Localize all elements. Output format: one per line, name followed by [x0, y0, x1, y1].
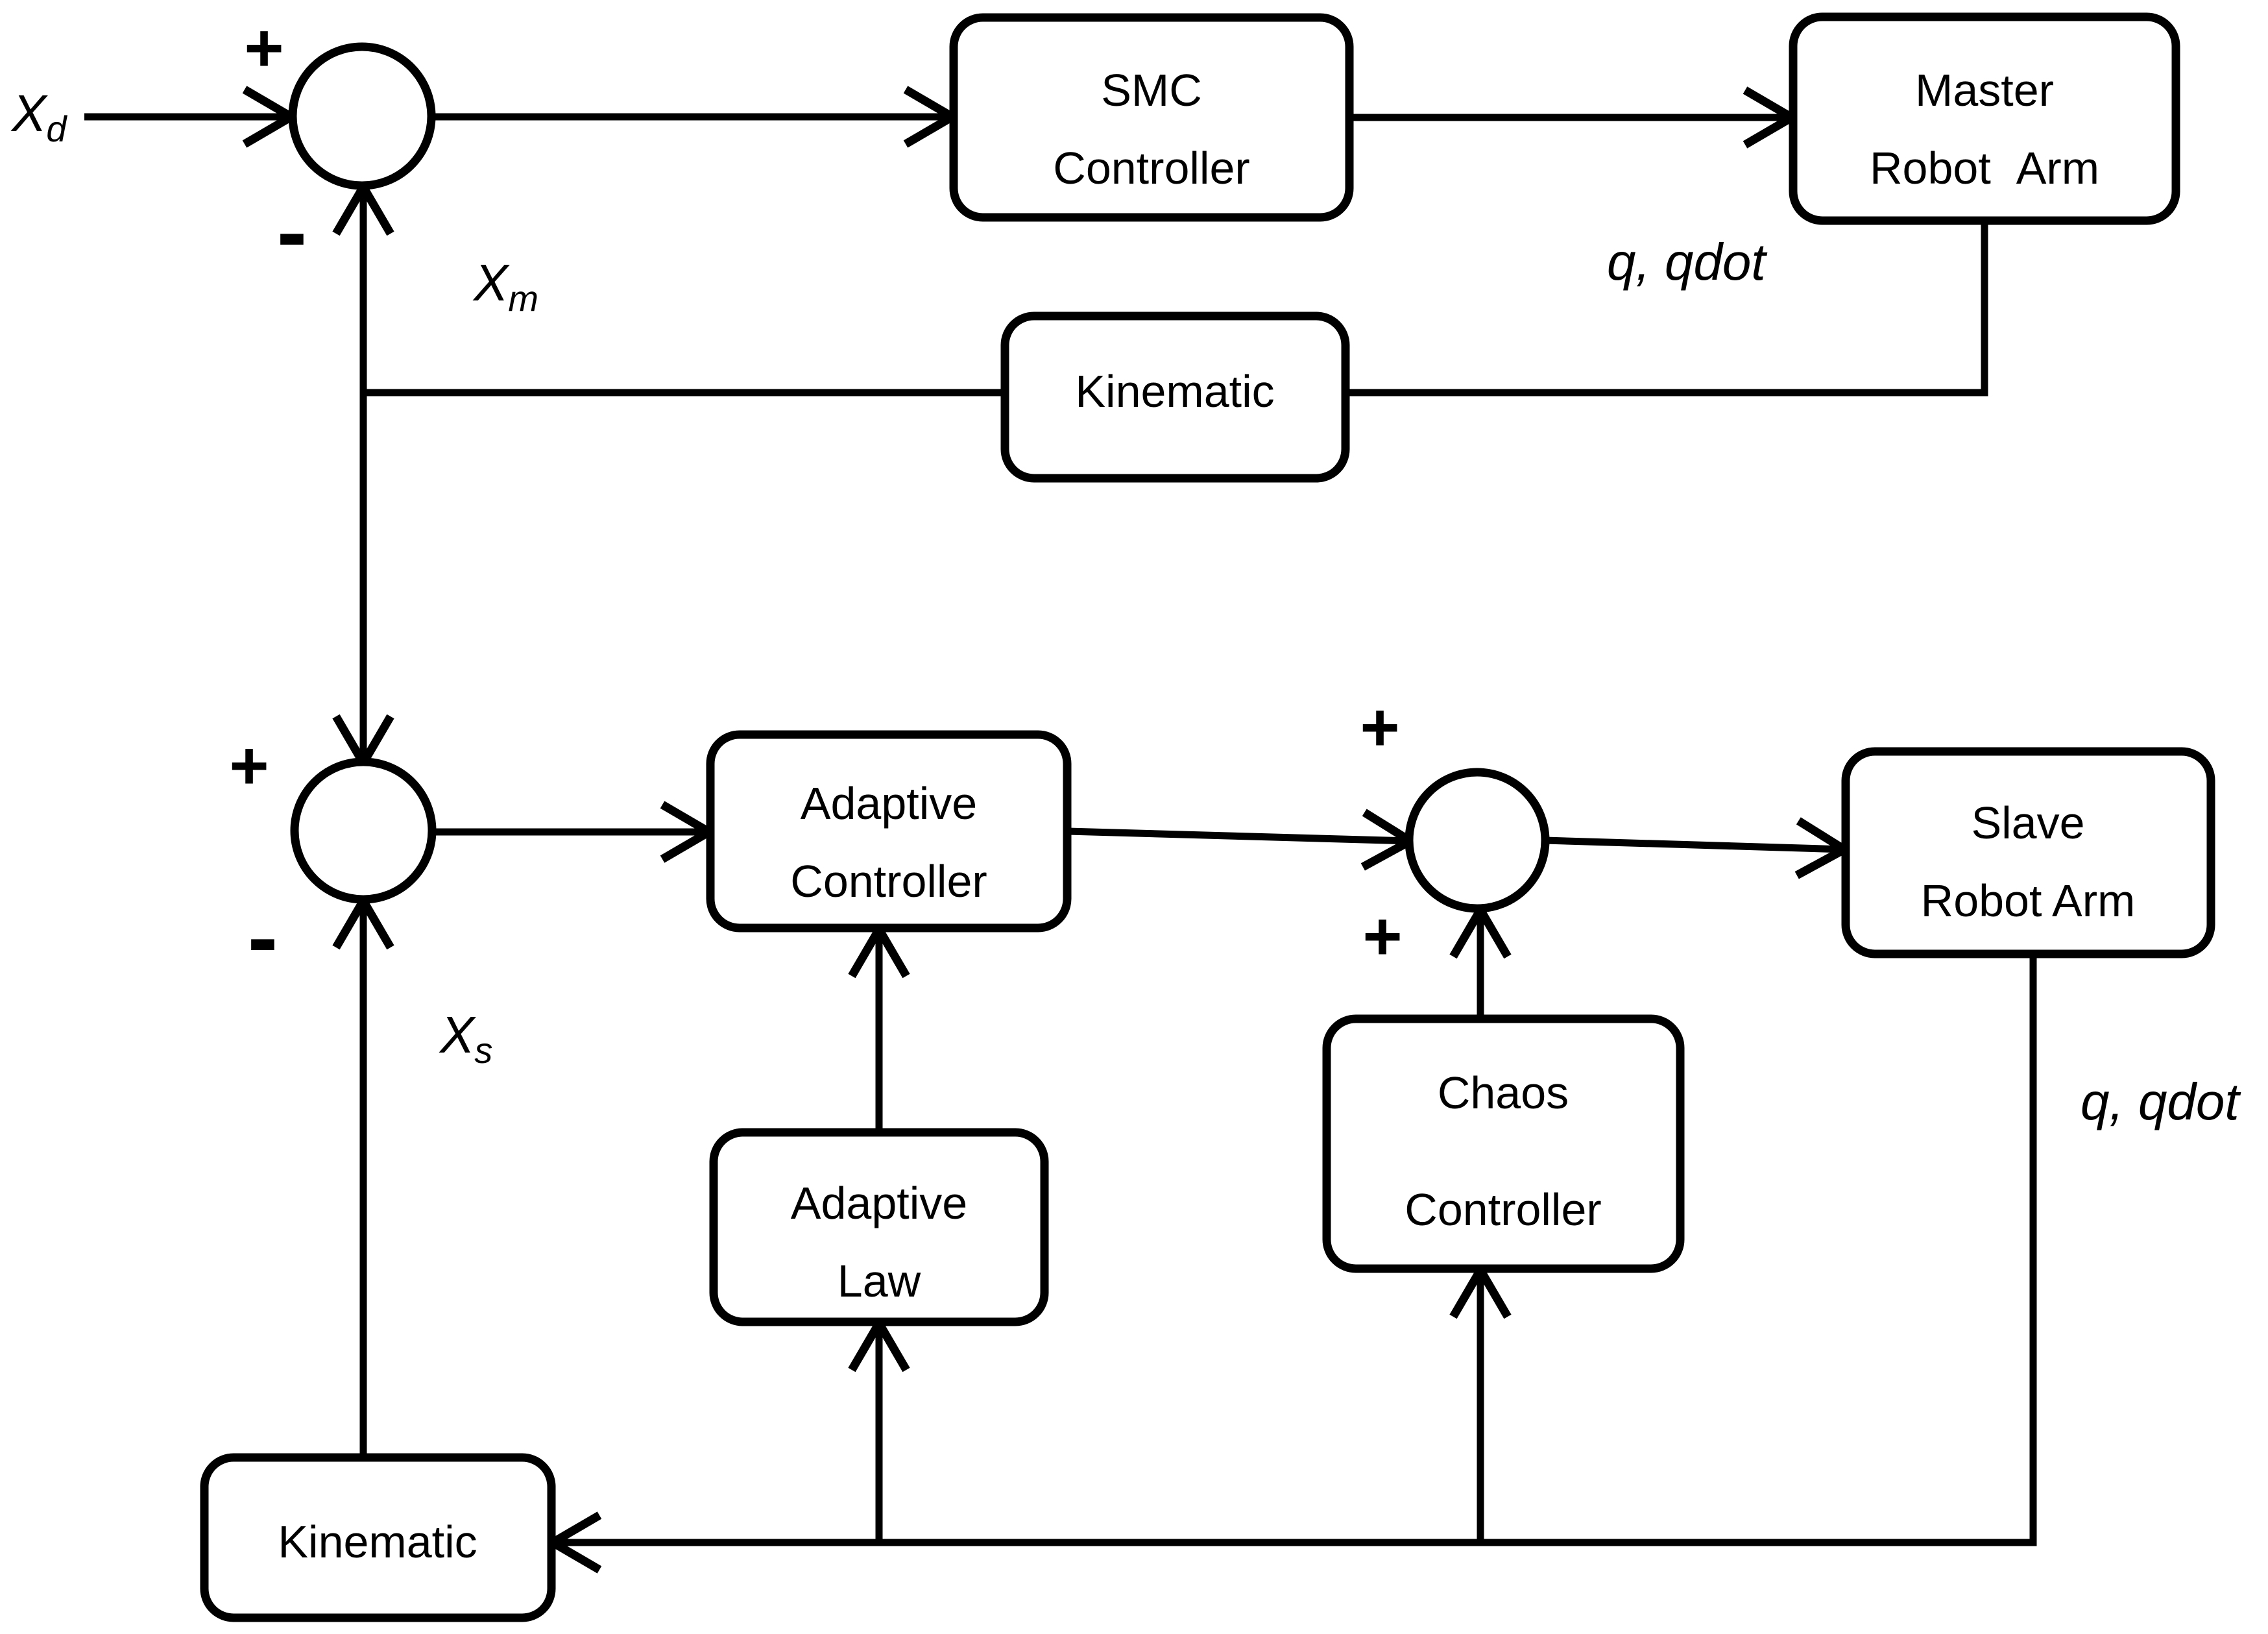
xs-label-base: X [439, 1006, 476, 1064]
adaptive-controller-to-sum3-arrow [1067, 809, 1419, 871]
smc-controller-box [949, 13, 1354, 222]
master-robot-arm-block: Master Robot Arm [1789, 12, 2180, 225]
master-robot-arm-box [1789, 12, 2180, 225]
master-feedback-line [363, 221, 1988, 396]
chaos-controller-block: Chaos Controller [1322, 1014, 1685, 1273]
sum-junction-chaos [1405, 768, 1550, 913]
sum3-plus-top-sign: + [1360, 690, 1399, 766]
sum3-to-slave-arrow [1545, 817, 1853, 879]
sum2-plus-sign: + [229, 728, 269, 804]
kinematic-top-box [1000, 311, 1350, 483]
xd-signal-label: Xd [10, 84, 67, 149]
sum1-plus-sign: + [244, 10, 284, 86]
slave-robot-arm-label-line2: Robot Arm [1921, 875, 2136, 926]
kinematic-bottom-label: Kinematic [278, 1517, 477, 1567]
sum1-minus-sign: - [277, 180, 308, 282]
adaptive-controller-box [706, 730, 1072, 933]
sum2-minus-sign: - [248, 886, 278, 988]
sum-junction-master [288, 42, 436, 190]
smc-controller-block: SMC Controller [949, 13, 1354, 222]
adaptive-law-block: Adaptive Law [709, 1128, 1049, 1326]
adaptive-law-label-line2: Law [838, 1256, 921, 1306]
kinematic-bottom-block: Kinematic [200, 1453, 556, 1622]
slave-robot-arm-label-line1: Slave [1971, 798, 2084, 848]
sum-junction-slave [290, 757, 437, 904]
xd-label-subscript: d [46, 108, 67, 149]
master-robot-arm-label-line2: Robot Arm [1870, 143, 2099, 193]
xs-signal-label: Xs [439, 1006, 492, 1071]
sum3-plus-bottom-sign: + [1362, 899, 1402, 975]
slave-robot-arm-box [1841, 747, 2215, 958]
smc-controller-label-line2: Controller [1053, 143, 1249, 193]
chaos-controller-label-line1: Chaos [1438, 1067, 1569, 1118]
q-qdot-master-label: q, qdot [1607, 233, 1767, 291]
xm-label-subscript: m [508, 278, 538, 319]
adaptive-law-box [709, 1128, 1049, 1326]
xd-label-base: X [10, 84, 48, 142]
kinematic-bottom-box [200, 1453, 556, 1622]
xm-signal-label: Xm [472, 254, 538, 319]
smc-controller-label-line1: SMC [1101, 65, 1202, 116]
chaos-controller-label-line2: Controller [1405, 1184, 1601, 1235]
chaos-controller-box [1322, 1014, 1685, 1273]
slave-feedback-to-kinematic-arrow [544, 954, 2037, 1574]
master-robot-arm-label-line1: Master [1915, 65, 2054, 116]
adaptive-law-label-line1: Adaptive [791, 1178, 967, 1228]
adaptive-controller-label-line1: Adaptive [801, 778, 977, 829]
xs-label-subscript: s [474, 1030, 492, 1071]
adaptive-controller-label-line2: Controller [790, 856, 987, 907]
slave-robot-arm-block: Slave Robot Arm [1841, 747, 2215, 958]
q-qdot-slave-label: q, qdot [2081, 1073, 2241, 1130]
adaptive-controller-block: Adaptive Controller [706, 730, 1072, 933]
xm-label-base: X [472, 254, 510, 311]
kinematic-top-label: Kinematic [1075, 366, 1274, 417]
kinematic-top-block: Kinematic [1000, 311, 1350, 483]
